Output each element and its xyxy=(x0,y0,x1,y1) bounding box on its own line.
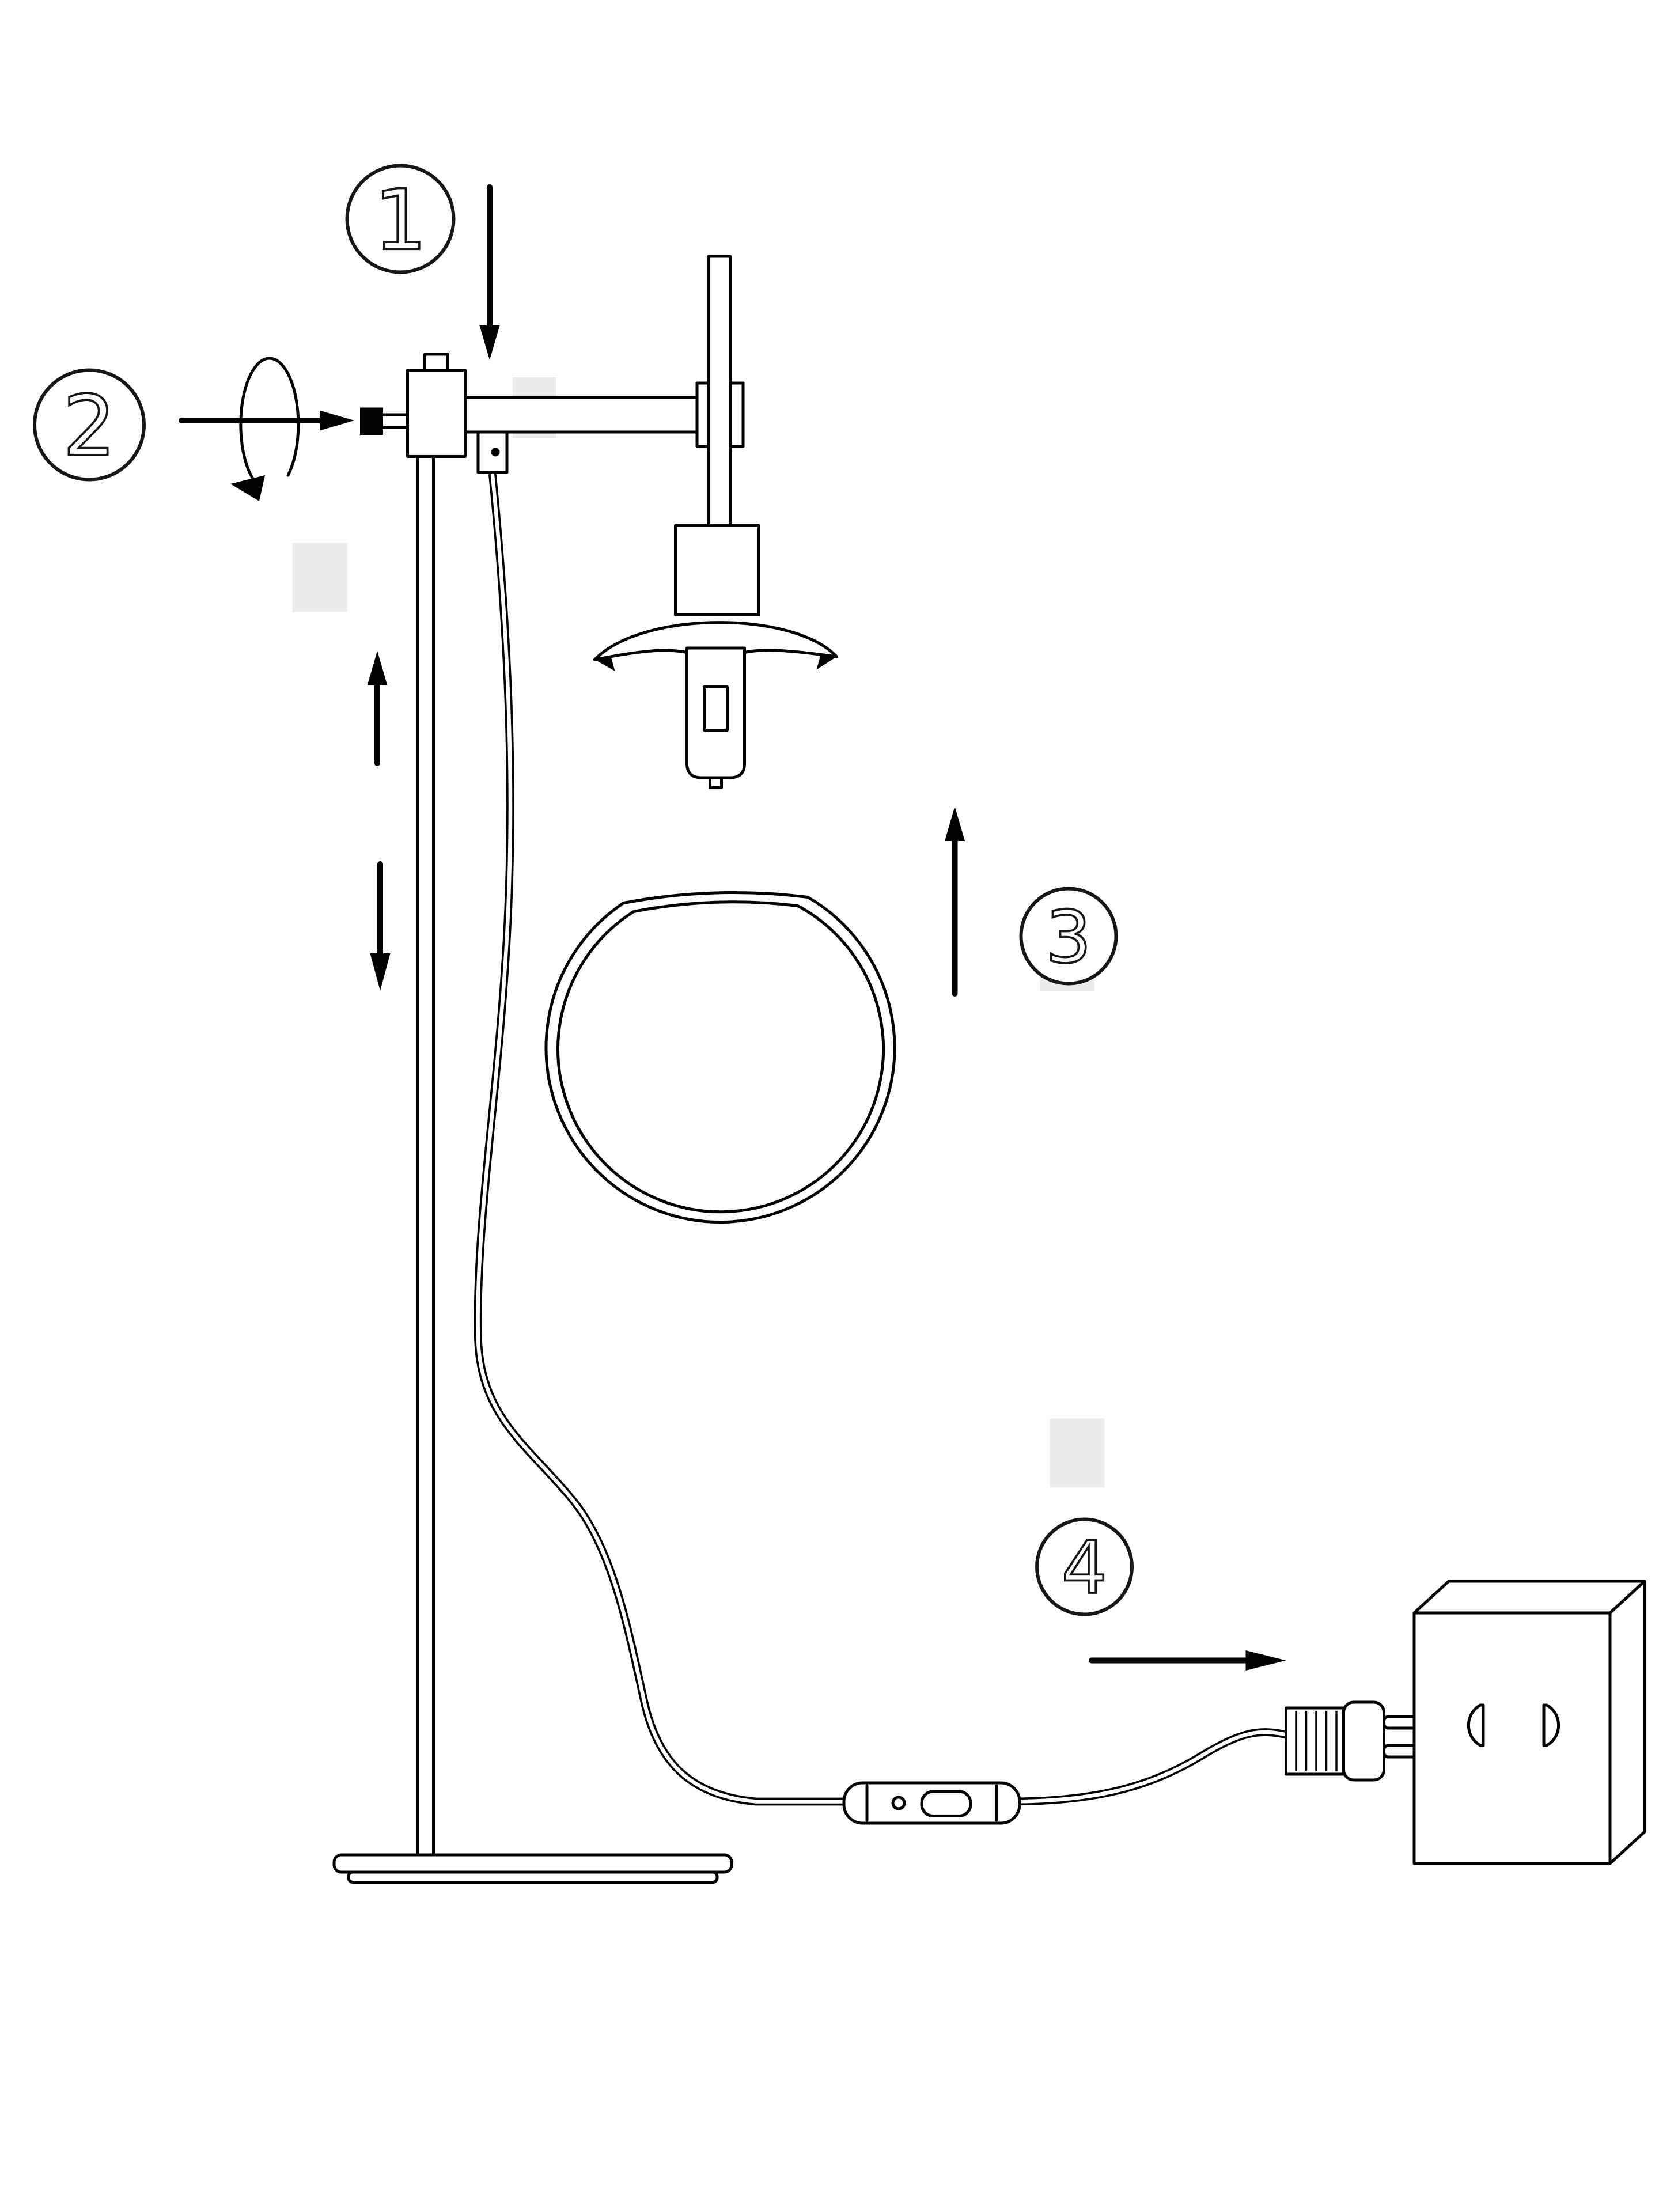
adjust-down-arrowhead xyxy=(370,953,391,991)
step4-badge-label: 4 xyxy=(1062,1527,1108,1610)
outlet-top-face xyxy=(1412,1580,1646,1615)
step3-badge: 3 xyxy=(1019,887,1118,986)
glass-globe-inner xyxy=(556,900,885,1214)
step2-badge-circle xyxy=(33,368,146,482)
step1-badge-label: 1 xyxy=(374,172,427,269)
step1-badge: 1 xyxy=(345,164,456,274)
switch-screw xyxy=(891,1796,906,1810)
ghost-square xyxy=(292,543,347,612)
shade-top-edge xyxy=(593,621,838,661)
socket-nub xyxy=(709,776,723,789)
step2-badge: 2 xyxy=(33,368,146,482)
bracket-stub xyxy=(423,353,449,372)
step1-arrowhead xyxy=(479,325,500,360)
outlet-front-face xyxy=(1412,1611,1612,1865)
step3-arrowhead xyxy=(945,806,965,841)
step3-badge-circle xyxy=(1019,887,1118,986)
lamp-arm xyxy=(464,396,702,434)
thumb-screw xyxy=(360,407,383,435)
adjust-up-arrowhead xyxy=(367,651,388,685)
clamp-rivet xyxy=(491,448,500,457)
lamp-pole xyxy=(416,455,435,1862)
step4-arrowhead xyxy=(1245,1650,1286,1671)
outlet-slot-right xyxy=(1542,1703,1560,1747)
step4-badge: 4 xyxy=(1035,1517,1134,1616)
rotate-arrowhead xyxy=(230,475,265,501)
power-cable-core xyxy=(476,473,852,1804)
plug-back xyxy=(1285,1706,1345,1776)
socket-slot xyxy=(703,685,729,732)
lamp-base-top xyxy=(332,1853,733,1874)
ghost-square xyxy=(1050,1418,1105,1488)
arm-bracket xyxy=(406,369,467,458)
plug-cable-core xyxy=(1006,1730,1291,1804)
step1-badge-circle xyxy=(345,164,456,274)
step2-arrowhead xyxy=(320,410,354,431)
step3-badge-label: 3 xyxy=(1046,896,1092,979)
shade-cap xyxy=(674,524,760,616)
rotate-ellipse xyxy=(239,357,300,481)
step2-badge-label: 2 xyxy=(63,378,116,475)
plug-head xyxy=(1342,1700,1385,1782)
switch-rocker xyxy=(920,1790,972,1817)
plug-cable xyxy=(1004,1728,1293,1806)
lamp-rod xyxy=(707,255,732,532)
shade-tip-left xyxy=(594,655,615,671)
glass-globe-outer xyxy=(544,891,896,1224)
lamp-base-bottom xyxy=(347,1870,719,1884)
outlet-side-face xyxy=(1608,1580,1646,1865)
outlet-slot-left xyxy=(1467,1703,1485,1747)
step4-badge-circle xyxy=(1035,1517,1134,1616)
shade-tip-right xyxy=(816,654,837,670)
